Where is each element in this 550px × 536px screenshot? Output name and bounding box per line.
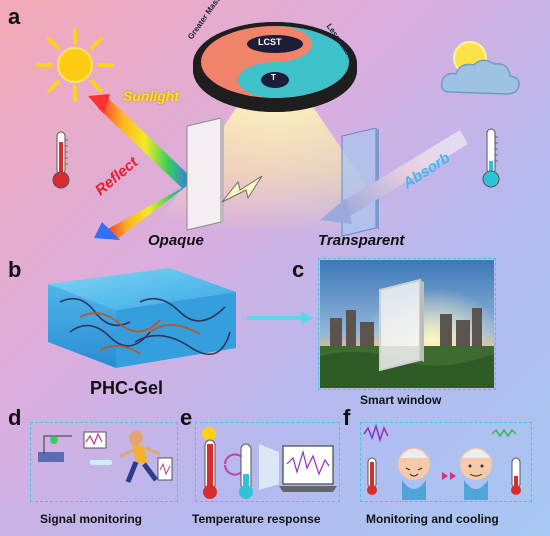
arrow-right-icon: [247, 311, 313, 325]
panel-letter-b: b: [8, 257, 22, 282]
cloudy-sun-icon: [440, 41, 520, 95]
signal-monitoring-frame: [30, 422, 178, 502]
sun-icon: [36, 28, 114, 102]
smart-window-photo: [320, 260, 494, 388]
sunlight-label: Sunlight: [123, 88, 179, 104]
disk-center-label: LCST: [258, 37, 282, 47]
panel-letter-e: e: [180, 405, 193, 430]
opaque-glass: [186, 118, 224, 231]
smart-window-frame: [318, 258, 496, 390]
smart-window-label: Smart window: [360, 393, 442, 407]
reflect-rays: [88, 94, 192, 240]
phc-gel-label: PHC-Gel: [90, 378, 164, 398]
lcst-disk: [193, 22, 357, 112]
absorb-rays: [320, 130, 468, 224]
panel-letter-c: c: [292, 257, 305, 282]
panel-letter-d: d: [8, 405, 22, 430]
signal-monitoring-label: Signal monitoring: [40, 512, 142, 526]
cold-thermometer-icon: [482, 128, 500, 188]
monitoring-cooling-illustration: [363, 424, 521, 500]
transparent-label: Transparent: [318, 232, 405, 249]
temperature-response-frame: [195, 422, 340, 502]
signal-monitoring-illustration: [38, 431, 173, 483]
opaque-label: Opaque: [148, 232, 204, 249]
monitoring-cooling-frame: [360, 422, 532, 502]
phc-gel-block: [48, 268, 236, 368]
temperature-response-illustration: [202, 427, 337, 499]
panel-letter-f: f: [343, 405, 351, 430]
heat-bolt-icon: [221, 175, 263, 203]
monitoring-cooling-label: Monitoring and cooling: [366, 512, 499, 526]
disk-inner-label: T: [271, 73, 276, 82]
panel-letter-a: a: [8, 4, 21, 29]
temperature-response-label: Temperature response: [192, 512, 321, 526]
hot-thermometer-icon: [52, 131, 70, 189]
